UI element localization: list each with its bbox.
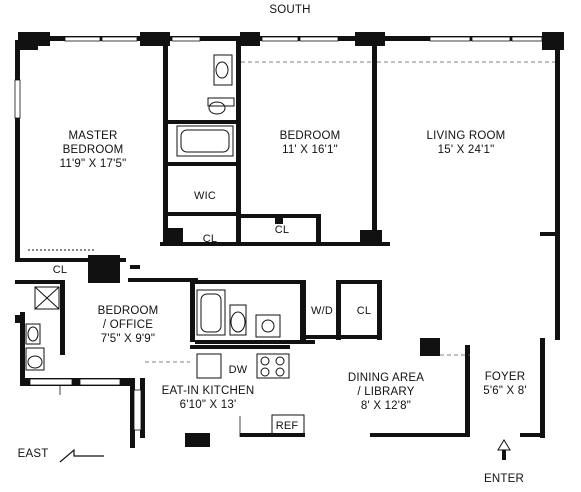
room-dims: 11' X 16'1" [282,144,338,156]
east-arrow-icon [59,448,104,463]
room-name: BEDROOM [97,305,159,317]
room-name: BEDROOM [279,130,341,142]
closet-label-hall: CL [356,305,372,317]
room-name: EAT-IN KITCHEN [161,385,255,397]
dashed-lines [145,61,555,363]
room-dims: 8' X 12'8" [360,400,412,412]
entry-label: ENTER [484,473,524,485]
room-living-room: LIVING ROOM 15' X 24'1" [427,129,506,157]
room-dims: 6'10" X 13' [179,399,237,411]
wic-label: WIC [194,190,216,202]
closet-label-master: CL [52,264,68,276]
walls [15,32,564,448]
room-name: LIVING ROOM [426,130,506,142]
closet-label-bedroom: CL [274,224,290,236]
room-name: DINING AREA [347,372,425,384]
room-name: BEDROOM [62,144,124,156]
room-kitchen: EAT-IN KITCHEN 6'10" X 13' [162,384,255,412]
washer-dryer-label: W/D [311,305,333,317]
room-dining-library: DINING AREA / LIBRARY 8' X 12'8" [348,371,424,413]
fixtures [25,54,305,436]
windows [14,36,543,431]
room-bedroom: BEDROOM 11' X 16'1" [280,129,341,157]
room-name: / OFFICE [102,319,154,331]
room-foyer: FOYER 5'6" X 8' [483,370,527,398]
room-bedroom-office: BEDROOM / OFFICE 7'5" X 9'9" [98,304,159,346]
door-swings [59,385,241,437]
refrigerator-label: REF [275,420,299,432]
entry-arrow-icon [497,439,511,460]
room-master-bedroom: MASTER BEDROOM 11'9" X 17'5" [60,129,127,171]
room-name: FOYER [484,371,526,383]
room-dims: 11'9" X 17'5" [59,158,127,170]
dishwasher-label: DW [228,364,248,376]
room-name: / LIBRARY [357,386,415,398]
compass-south-label: SOUTH [269,4,311,16]
room-dims: 15' X 24'1" [437,144,495,156]
room-dims: 5'6" X 8' [483,385,527,397]
closet-label-wic: CL [202,233,218,245]
room-name: MASTER [68,130,118,142]
compass-east-label: EAST [17,448,49,460]
room-dims: 7'5" X 9'9" [100,333,156,345]
